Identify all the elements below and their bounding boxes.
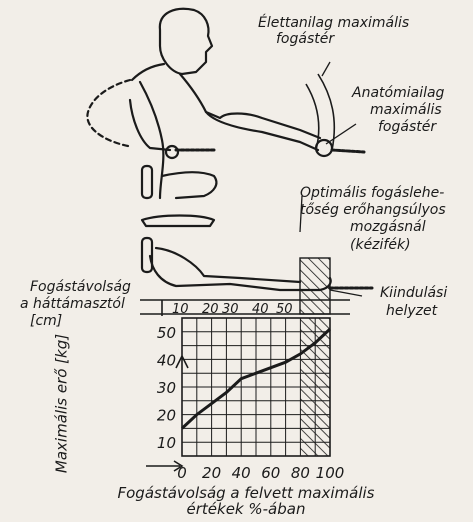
rear-arm bbox=[130, 100, 170, 150]
leg-upper bbox=[156, 248, 300, 282]
seat-upper bbox=[142, 216, 214, 227]
chain-front bbox=[332, 150, 364, 152]
grip-rear bbox=[166, 146, 178, 158]
shoulder-outline bbox=[132, 64, 164, 80]
arc-anatomical bbox=[306, 84, 319, 150]
x-tick-label: 100 bbox=[316, 464, 345, 482]
torso-outline bbox=[180, 74, 320, 138]
optimal-label-2: tőség erőhangsúlyos bbox=[300, 203, 446, 217]
thigh-outline bbox=[162, 172, 216, 198]
ruler-tick: 30 bbox=[222, 303, 239, 316]
backrest-lower bbox=[142, 238, 152, 272]
grip-distance-label-1: Fogástávolság bbox=[30, 280, 131, 294]
start-position-label-1: Kiindulási bbox=[380, 286, 447, 300]
y-tick-label: 10 bbox=[157, 434, 176, 452]
x-axis-label: Fogástávolság a felvett maximális értéke… bbox=[96, 486, 396, 518]
head-outline bbox=[160, 9, 212, 74]
backrest-pad bbox=[142, 166, 152, 198]
grip-front bbox=[316, 140, 332, 156]
x-tick-label: 20 bbox=[202, 464, 221, 482]
x-tick-label: 80 bbox=[291, 464, 310, 482]
optimal-label-1: Optimális fogáslehe- bbox=[300, 186, 444, 200]
optimal-label-4: (kézifék) bbox=[350, 238, 411, 252]
y-tick-label: 50 bbox=[157, 324, 176, 342]
ruler-tick: 50 bbox=[276, 303, 293, 316]
anatomical-max-label-3: fogástér bbox=[378, 120, 436, 134]
y-tick-label: 20 bbox=[157, 407, 176, 425]
anatomical-max-label-2: maximális bbox=[370, 103, 442, 117]
optimal-band-top bbox=[300, 258, 330, 314]
optimal-label-3: mozgásnál bbox=[350, 220, 426, 234]
x-tick-label: 40 bbox=[232, 464, 251, 482]
x-tick-label: 0 bbox=[177, 464, 187, 482]
anatomical-max-label-1: Anatómiailag bbox=[352, 86, 444, 100]
physiological-max-label-1: Élettanilag maximális bbox=[258, 16, 409, 30]
y-axis-label: Maximális erő [kg] bbox=[55, 329, 70, 479]
y-tick-label: 40 bbox=[157, 351, 176, 369]
ruler-tick: 10 bbox=[172, 303, 189, 316]
x-tick-label: 60 bbox=[261, 464, 280, 482]
grip-distance-label-2: a háttámasztól bbox=[20, 297, 125, 311]
back-dashed bbox=[87, 80, 130, 146]
ruler-tick: 20 bbox=[202, 303, 219, 316]
ruler-tick: 40 bbox=[252, 303, 269, 316]
physiological-max-label-2: fogástér bbox=[276, 32, 334, 46]
start-position-label-2: helyzet bbox=[386, 304, 437, 318]
grip-distance-label-3: [cm] bbox=[30, 314, 62, 328]
chart: 10 20 30 40 50 0 20 40 60 80 100 bbox=[146, 318, 344, 482]
y-tick-label: 30 bbox=[157, 379, 176, 397]
